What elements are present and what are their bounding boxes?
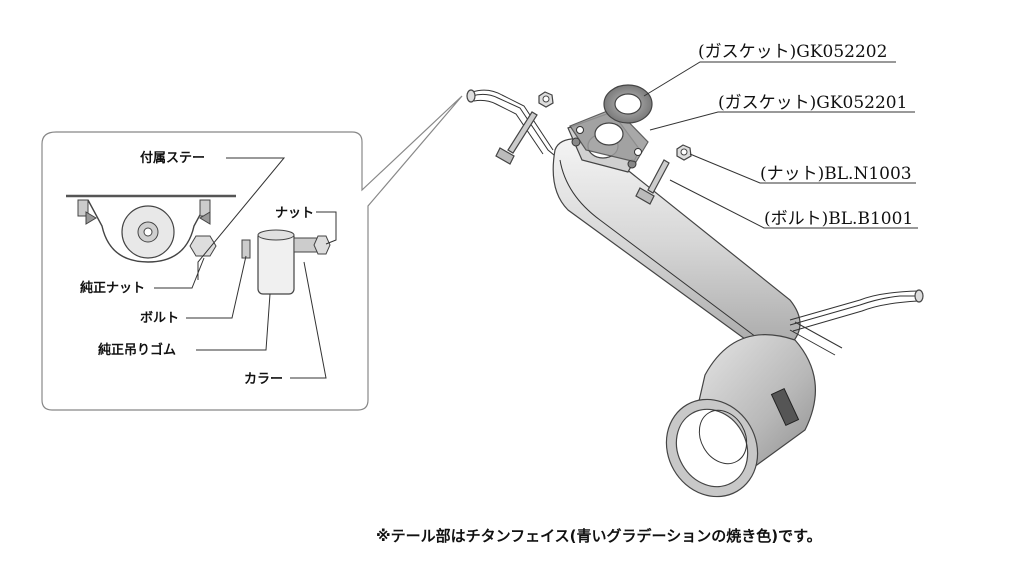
inset-nut bbox=[313, 235, 331, 255]
callout-nut: (ナット)BL.N1003 bbox=[760, 164, 912, 184]
callout-leaders bbox=[643, 61, 918, 229]
inset-detail: 付属ステー ナット 純正ナット ボルト 純正吊りゴム カラー bbox=[41, 95, 463, 411]
inset-oem-nut bbox=[189, 235, 217, 257]
inset-label-oem-rubber: 純正吊りゴム bbox=[98, 342, 176, 358]
pipe-end bbox=[466, 89, 476, 103]
callout-gasket-gk052201: (ガスケット)GK052201 bbox=[718, 93, 907, 113]
callout-bolt: (ボルト)BL.B1001 bbox=[764, 209, 913, 229]
tail-tip-inner bbox=[675, 408, 749, 488]
rear-pipe-end bbox=[914, 289, 924, 303]
tail-badge bbox=[770, 387, 800, 427]
callout-gasket-gk052202: (ガスケット)GK052202 bbox=[698, 42, 887, 62]
inset-label-collar: カラー bbox=[244, 372, 283, 387]
inset-label-bracket: 付属ステー bbox=[140, 150, 205, 166]
front-pipe bbox=[471, 93, 561, 161]
bolt-left bbox=[507, 111, 538, 154]
rear-pipe bbox=[789, 295, 918, 326]
callout-labels: (ガスケット)GK052202 (ガスケット)GK052201 (ナット)BL.… bbox=[698, 42, 913, 229]
exhaust-assembly bbox=[466, 84, 924, 498]
inset-label-oem-nut: 純正ナット bbox=[80, 280, 145, 296]
inset-bracket bbox=[66, 194, 236, 263]
footnote: ※テール部はチタンフェイス(青いグラデーションの焼き色)です。 bbox=[376, 527, 822, 545]
inset-label-nut: ナット bbox=[275, 206, 314, 221]
inset-bolt bbox=[241, 239, 251, 259]
inset-frame bbox=[41, 95, 463, 411]
inset-label-bolt: ボルト bbox=[140, 310, 179, 326]
inset-oem-rubber bbox=[257, 231, 295, 295]
bolt-right bbox=[647, 159, 670, 194]
